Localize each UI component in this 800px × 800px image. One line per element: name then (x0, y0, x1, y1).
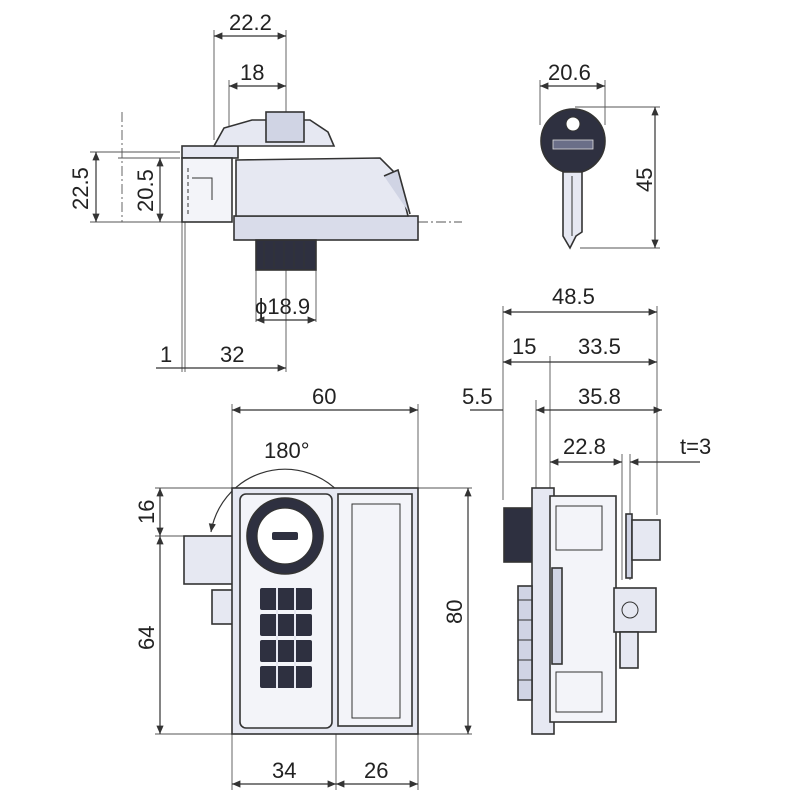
side-buttons (517, 585, 533, 701)
dim-side-total: 48.5 (552, 284, 595, 309)
side-dial-shaft (503, 507, 537, 563)
dial-shaft (255, 239, 317, 271)
lock-body-top (235, 157, 410, 217)
dim-key-width: 20.6 (548, 60, 591, 85)
front-view: 60 180° 16 64 80 34 26 (134, 384, 472, 790)
front-handle-recess (337, 493, 413, 727)
dim-top-width-outer: 22.2 (229, 10, 272, 35)
dim-front-height-inner: 64 (134, 626, 159, 650)
dim-offset-large: 32 (220, 342, 244, 367)
dim-front-width: 60 (312, 384, 336, 409)
front-button-grid (260, 588, 312, 688)
side-nut (631, 519, 661, 561)
dim-top-height-outer: 22.5 (68, 167, 93, 210)
dim-key-height: 45 (632, 168, 657, 192)
dim-front-top-offset: 16 (134, 500, 159, 524)
key-view: 20.6 45 (539, 60, 660, 250)
dim-side-left: 15 (512, 334, 536, 359)
dim-side-mid: 35.8 (578, 384, 621, 409)
dim-side-small: 5.5 (462, 384, 493, 409)
dim-side-inner: 22.8 (563, 434, 606, 459)
nut-top (265, 111, 305, 143)
dim-side-right: 33.5 (578, 334, 621, 359)
side-view: 48.5 15 33.5 5.5 35.8 22.8 t=3 (462, 284, 711, 735)
dim-front-rotation: 180° (264, 438, 310, 463)
dim-offset-small: 1 (160, 342, 172, 367)
dim-side-thickness: t=3 (680, 434, 711, 459)
side-cam (613, 587, 657, 633)
dim-front-bottom-left: 34 (272, 758, 296, 783)
top-view: 22.2 18 22.5 20.5 ϕ18.9 1 32 (68, 10, 462, 372)
dim-shaft-diameter: ϕ18.9 (255, 294, 310, 319)
dim-top-width-inner: 18 (240, 60, 264, 85)
dim-front-bottom-right: 26 (364, 758, 388, 783)
dim-top-height-inner: 20.5 (133, 169, 158, 212)
mounting-plate (233, 215, 419, 241)
front-bolt (183, 535, 237, 585)
dim-front-height: 80 (442, 600, 467, 624)
